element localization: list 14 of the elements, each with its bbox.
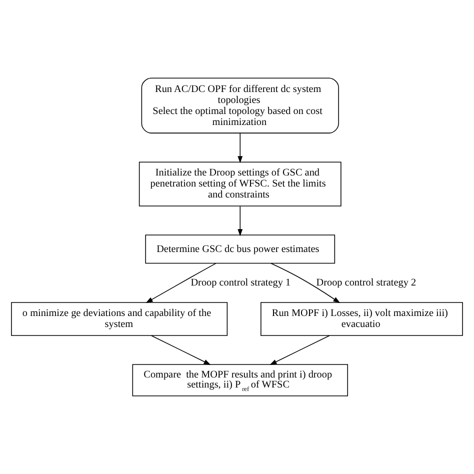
edge-label: Droop control strategy 2 — [316, 278, 416, 289]
node-box: Initialize the Droop settings of GSC and penetration setting of WFSC. Set the limits and constraints — [138, 162, 342, 206]
node-box: Determine GSC dc bus power estimates — [145, 234, 336, 264]
node-box: Run MOPF i) Losses, ii) volt maximize iii) evacuatio — [260, 302, 463, 336]
node-box: Compare the MOPF results and print i) droop settings, ii) P$_{ref}$ of WFSC — [132, 364, 348, 396]
arrow — [150, 335, 211, 365]
arrow — [238, 132, 243, 164]
arrow — [238, 206, 243, 236]
node-box: Run AC/DC OPF for different dc system topologies Select the optimal topology based on cost minimization — [141, 78, 339, 134]
arrow — [146, 262, 216, 304]
arrow — [270, 335, 330, 365]
edge-label: Droop control strategy 1 — [190, 278, 291, 289]
node-box: o minimize ge deviations and capability of the system — [11, 302, 228, 336]
arrow — [270, 263, 340, 304]
